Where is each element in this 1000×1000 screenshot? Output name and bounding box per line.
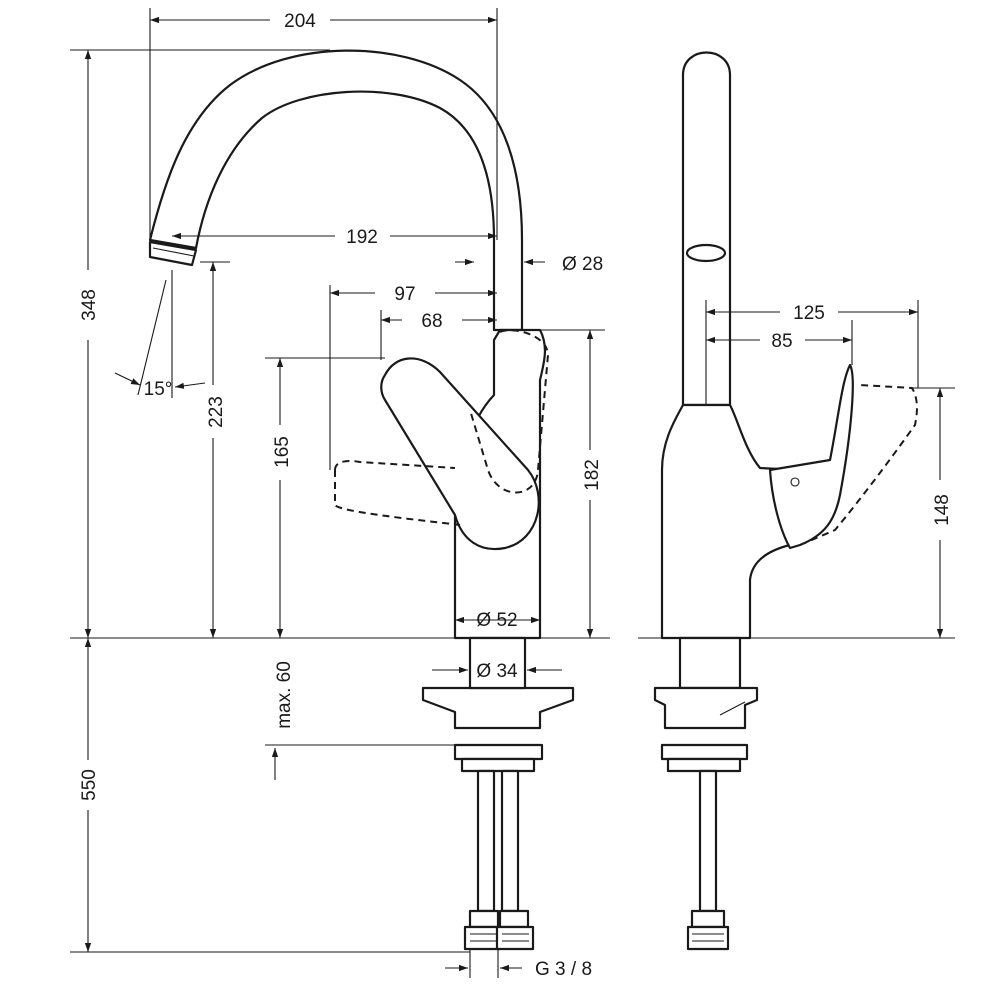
dim-148: 148 bbox=[932, 494, 953, 526]
side-hose bbox=[698, 769, 718, 913]
side-lever bbox=[768, 363, 854, 550]
dim-body-diameter: Ø 52 bbox=[476, 610, 517, 631]
side-deck-plate bbox=[653, 686, 759, 730]
side-shank bbox=[678, 636, 742, 690]
lever-handle bbox=[380, 357, 540, 551]
side-washer bbox=[666, 757, 742, 773]
dim-spout-diameter: Ø 28 bbox=[562, 254, 603, 275]
side-aerator bbox=[685, 243, 727, 263]
dim-348: 348 bbox=[79, 289, 100, 321]
side-view bbox=[653, 51, 918, 951]
dim-85: 85 bbox=[771, 331, 792, 352]
side-spout bbox=[681, 51, 732, 407]
dim-shank-diameter: Ø 34 bbox=[476, 661, 518, 682]
dim-counter-thickness: max. 60 bbox=[274, 661, 295, 729]
dim-204: 204 bbox=[284, 11, 316, 32]
aerator bbox=[148, 240, 198, 267]
dim-550: 550 bbox=[79, 769, 100, 801]
dim-192: 192 bbox=[346, 227, 378, 248]
dim-223: 223 bbox=[206, 396, 227, 428]
dim-angle: 15° bbox=[144, 379, 173, 400]
shank bbox=[468, 636, 527, 690]
side-lever-dashed bbox=[799, 384, 918, 546]
dim-thread: G 3 / 8 bbox=[535, 959, 592, 980]
front-view bbox=[148, 49, 575, 951]
handle-dashed-up bbox=[469, 329, 550, 494]
handle-dashed-side bbox=[334, 460, 461, 526]
dimension-lines: 204 348 192 Ø 28 97 68 15° 223 165 182 Ø… bbox=[70, 8, 955, 980]
dim-182: 182 bbox=[582, 459, 603, 491]
spout-tube bbox=[148, 49, 524, 332]
side-lever-pin bbox=[790, 477, 800, 487]
dim-97: 97 bbox=[394, 284, 415, 305]
mounting-nut bbox=[453, 743, 544, 761]
dim-125: 125 bbox=[793, 303, 825, 324]
dim-68: 68 bbox=[421, 311, 442, 332]
dim-165: 165 bbox=[272, 436, 293, 468]
side-body bbox=[660, 403, 802, 640]
mounting-washer bbox=[460, 757, 536, 773]
side-nut bbox=[660, 743, 749, 761]
deck-plate bbox=[421, 686, 575, 730]
supply-hoses bbox=[463, 769, 535, 951]
